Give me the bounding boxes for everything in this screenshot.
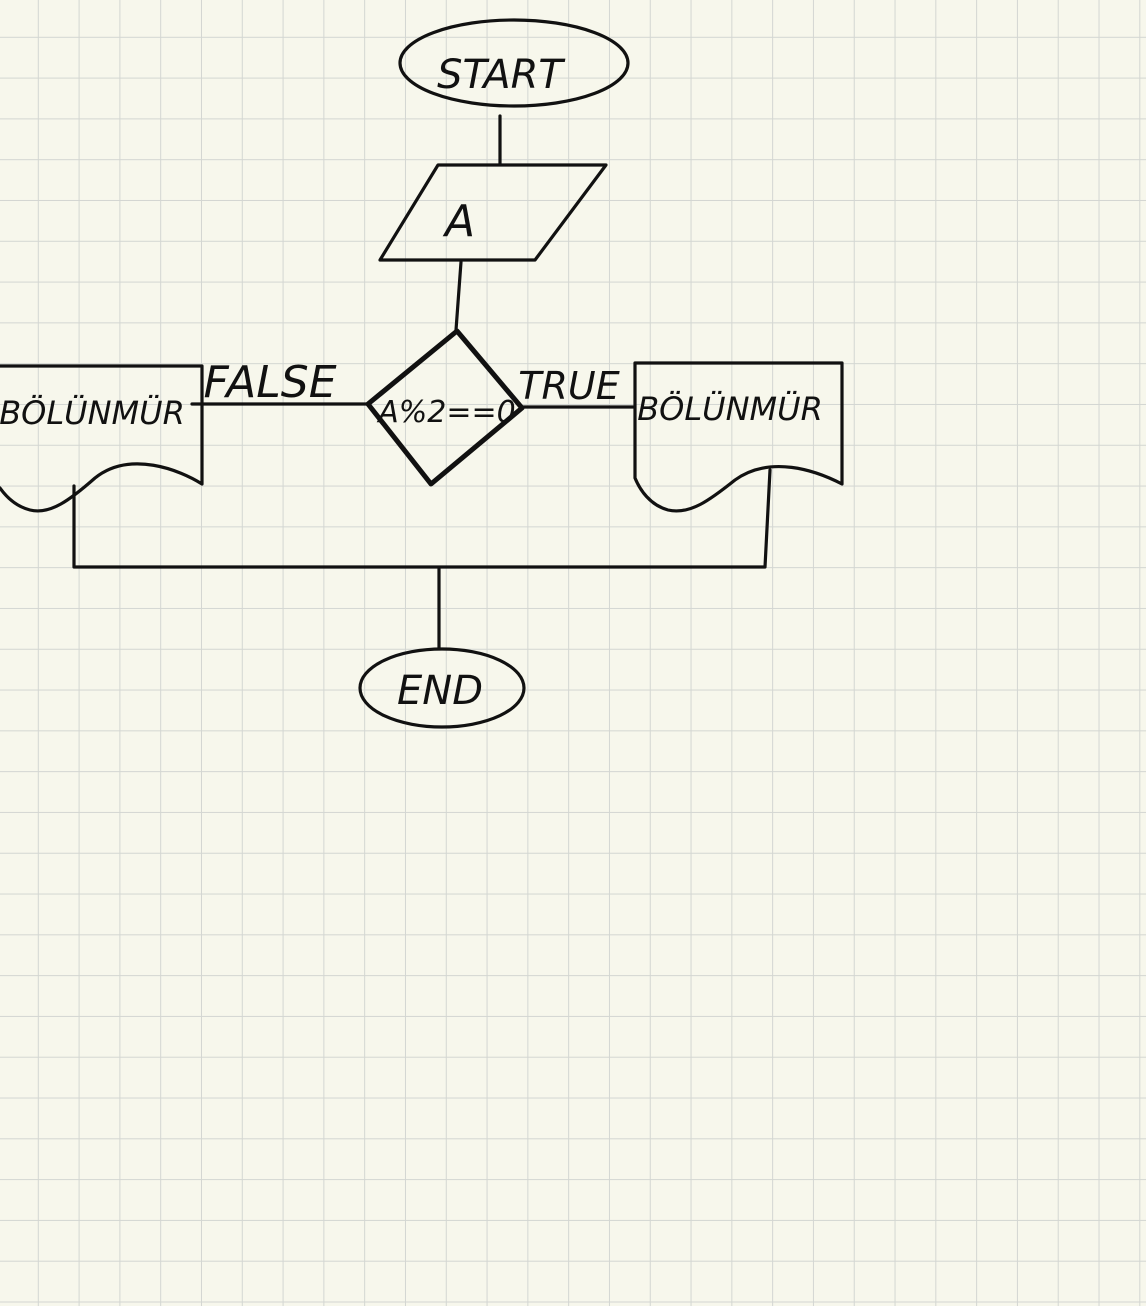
input-parallelogram: A (378, 163, 608, 262)
end-ellipse (358, 647, 526, 729)
connector-input-to-decision (454, 260, 463, 332)
true-output-label: BÖLÜNMÜR (637, 390, 823, 428)
false-output-label: BÖLÜNMÜR (0, 394, 185, 432)
merge-connectors (72, 468, 772, 650)
false-output-document: BÖLÜNMÜR (0, 364, 204, 513)
false-output-shape (0, 364, 204, 513)
start-label: START (437, 52, 566, 98)
false-edge-label: FALSE (203, 357, 336, 408)
true-edge: TRUE (518, 364, 635, 409)
input-shape (378, 163, 608, 262)
input-label: A (442, 196, 475, 247)
false-edge: FALSE (190, 357, 370, 408)
end-terminator: END (358, 647, 526, 729)
connector-outputs-merge (72, 468, 772, 569)
start-terminator: START (398, 18, 630, 108)
end-label: END (397, 668, 483, 714)
decision-shape (365, 328, 525, 487)
decision-label: A%2==0 (376, 395, 515, 430)
true-edge-label: TRUE (518, 364, 619, 408)
true-output-shape (633, 361, 844, 513)
start-ellipse (398, 18, 630, 108)
decision-diamond: A%2==0 (365, 328, 525, 487)
true-output-document: BÖLÜNMÜR (633, 361, 844, 513)
